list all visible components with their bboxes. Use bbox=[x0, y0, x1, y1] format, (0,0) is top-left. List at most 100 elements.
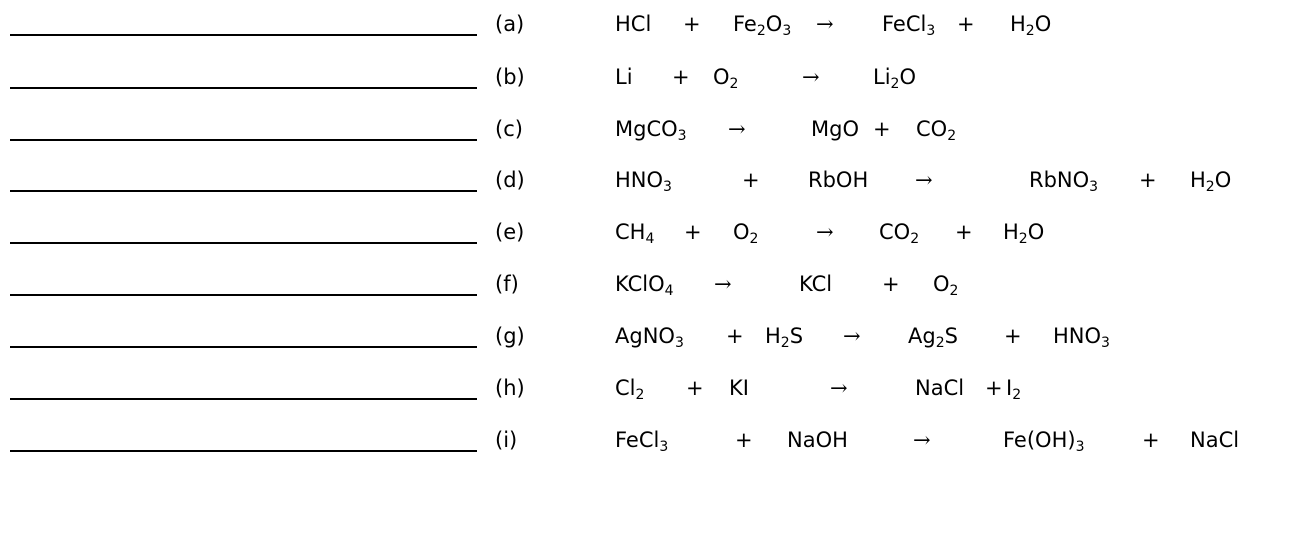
reaction-row: (d)HNO3+RbOH→RbNO3+H2O bbox=[0, 164, 1290, 200]
formula: HNO3 bbox=[615, 168, 672, 195]
reaction-row: (a)HCl+Fe2O3→FeCl3+H2O bbox=[0, 8, 1290, 44]
answer-blank[interactable] bbox=[10, 34, 477, 36]
formula-part: + bbox=[742, 168, 760, 192]
subscript: 2 bbox=[890, 76, 900, 92]
reaction-row: (b)Li+O2→Li2O bbox=[0, 61, 1290, 97]
reaction-row: (i)FeCl3+NaOH→Fe(OH)3+NaCl bbox=[0, 424, 1290, 460]
formula-part: → bbox=[913, 428, 931, 452]
formula-part: Li bbox=[873, 65, 891, 89]
formula: H2S bbox=[765, 324, 804, 351]
formula-part: → bbox=[714, 272, 732, 296]
formula-part: FeCl bbox=[615, 428, 660, 452]
plus-sign: + bbox=[957, 12, 975, 36]
formula-part: H bbox=[765, 324, 781, 348]
subscript: 2 bbox=[780, 335, 790, 351]
formula: RbOH bbox=[808, 168, 868, 192]
formula: MgCO3 bbox=[615, 117, 687, 143]
reaction-arrow: → bbox=[714, 272, 732, 296]
formula-part: + bbox=[1142, 428, 1160, 452]
subscript: 2 bbox=[756, 23, 766, 39]
plus-sign: + bbox=[985, 376, 1003, 400]
formula: NaCl bbox=[915, 376, 964, 400]
formula: CH4 bbox=[615, 220, 655, 247]
formula-part: → bbox=[816, 12, 834, 36]
plus-sign: + bbox=[683, 12, 701, 36]
reaction-letter: (d) bbox=[495, 168, 525, 192]
formula-part: + bbox=[684, 220, 702, 244]
subscript: 2 bbox=[1018, 231, 1028, 247]
formula: Fe2O3 bbox=[733, 12, 791, 39]
subscript: 2 bbox=[749, 231, 759, 247]
plus-sign: + bbox=[1004, 324, 1022, 348]
formula-part: CO bbox=[916, 117, 948, 141]
formula-part: KI bbox=[729, 376, 749, 400]
reaction-arrow: → bbox=[913, 428, 931, 452]
formula-part: + bbox=[985, 376, 1003, 400]
answer-blank[interactable] bbox=[10, 450, 477, 452]
reaction-arrow: → bbox=[915, 168, 933, 192]
formula: CO2 bbox=[879, 220, 919, 246]
formula-part: + bbox=[1139, 168, 1157, 192]
reaction-letter: (b) bbox=[495, 65, 525, 89]
plus-sign: + bbox=[672, 65, 690, 89]
reaction-arrow: → bbox=[728, 117, 746, 141]
reaction-arrow: → bbox=[816, 220, 834, 244]
formula-part: I bbox=[1006, 376, 1013, 400]
answer-blank[interactable] bbox=[10, 398, 477, 400]
answer-blank[interactable] bbox=[10, 87, 477, 89]
subscript: 3 bbox=[674, 335, 684, 351]
subscript: 2 bbox=[729, 76, 739, 92]
reaction-letter: (c) bbox=[495, 117, 523, 141]
formula: H2O bbox=[1190, 168, 1231, 194]
answer-blank[interactable] bbox=[10, 294, 477, 296]
formula-part: + bbox=[672, 65, 690, 89]
formula-part: + bbox=[686, 376, 704, 400]
answer-blank[interactable] bbox=[10, 190, 477, 192]
formula: Li bbox=[615, 65, 633, 89]
subscript: 3 bbox=[1075, 439, 1085, 455]
formula: Ag2S bbox=[908, 324, 958, 350]
formula-part: + bbox=[735, 428, 753, 452]
formula-part: O bbox=[713, 65, 730, 89]
plus-sign: + bbox=[726, 324, 744, 348]
subscript: 4 bbox=[645, 231, 655, 247]
formula-part: → bbox=[830, 376, 848, 400]
subscript: 3 bbox=[1089, 179, 1099, 195]
formula: I2 bbox=[1006, 376, 1021, 402]
formula-part: + bbox=[957, 12, 975, 36]
reaction-row: (e)CH4+O2→CO2+H2O bbox=[0, 216, 1290, 252]
formula-part: HNO bbox=[615, 168, 664, 192]
formula-part: O bbox=[1027, 220, 1045, 244]
subscript: 2 bbox=[1025, 23, 1035, 39]
reaction-arrow: → bbox=[802, 65, 820, 89]
formula: MgO bbox=[811, 117, 859, 141]
formula: CO2 bbox=[916, 117, 956, 143]
reaction-letter: (h) bbox=[495, 376, 525, 400]
reaction-letter: (i) bbox=[495, 428, 518, 452]
answer-blank[interactable] bbox=[10, 139, 477, 141]
subscript: 3 bbox=[663, 179, 672, 195]
formula-part: KClO bbox=[615, 272, 665, 296]
formula-part: S bbox=[789, 324, 804, 348]
formula-part: NaOH bbox=[787, 428, 848, 452]
reaction-row: (c)MgCO3→MgO+CO2 bbox=[0, 113, 1290, 149]
reaction-row: (h)Cl2+KI→NaCl+I2 bbox=[0, 372, 1290, 408]
answer-blank[interactable] bbox=[10, 242, 477, 244]
formula-part: → bbox=[728, 117, 746, 141]
formula-part: H bbox=[1010, 12, 1026, 36]
formula-part: Fe(OH) bbox=[1003, 428, 1076, 452]
formula: H2O bbox=[1010, 12, 1051, 39]
formula: RbNO3 bbox=[1029, 168, 1099, 195]
formula: Li2O bbox=[873, 65, 916, 92]
plus-sign: + bbox=[742, 168, 760, 192]
formula-part: O bbox=[765, 12, 783, 36]
subscript: 4 bbox=[664, 283, 674, 299]
formula-part: → bbox=[915, 168, 933, 192]
formula-part: Li bbox=[615, 65, 633, 89]
formula-part: MgCO bbox=[615, 117, 678, 141]
formula-part: KCl bbox=[799, 272, 833, 296]
answer-blank[interactable] bbox=[10, 346, 477, 348]
formula-part: HNO bbox=[1053, 324, 1102, 348]
formula: H2O bbox=[1003, 220, 1045, 247]
subscript: 3 bbox=[1101, 335, 1110, 351]
